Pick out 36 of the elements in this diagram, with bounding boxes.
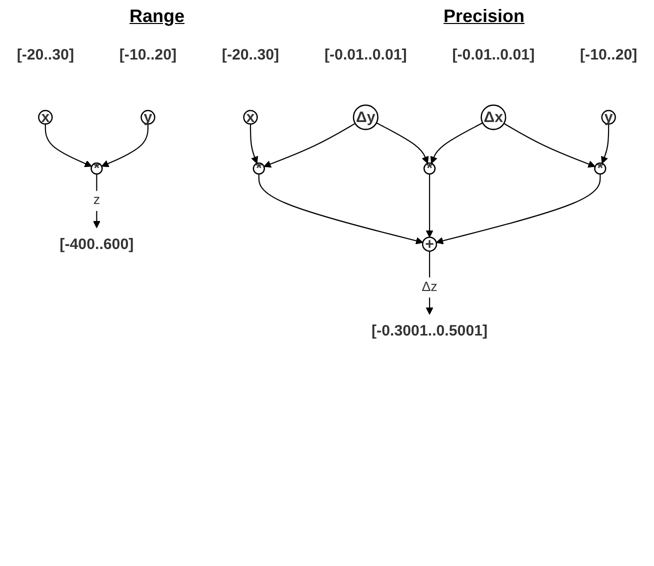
node-label: [-10..20] [580, 46, 638, 64]
arrow [426, 251, 434, 315]
arrow [101, 124, 148, 168]
panel-title: Precision [443, 6, 525, 28]
node-label: [-0.01..0.01] [324, 46, 407, 64]
node-circle: y [140, 110, 156, 125]
node-circle: * [90, 162, 103, 175]
node-label: [-20..30] [16, 46, 74, 64]
arrow [92, 174, 100, 228]
node-label: [-10..20] [119, 46, 177, 64]
arrow [601, 124, 610, 164]
arrow [44, 124, 92, 168]
node-circle: Δx [480, 104, 506, 130]
node-circle: * [423, 162, 436, 175]
edge-label: Δz [422, 280, 438, 294]
node-text: [-400..600] [60, 235, 134, 252]
node-circle: x [243, 110, 258, 125]
node-circle: Δy [352, 104, 378, 130]
arrow [376, 122, 429, 164]
node-label: [-0.01..0.01] [452, 46, 535, 64]
arrow [436, 174, 601, 244]
node-circle: * [594, 162, 606, 175]
node-label: [-20..30] [222, 46, 280, 64]
arrow [264, 122, 356, 168]
arrow [504, 122, 596, 168]
arrow [258, 174, 424, 244]
node-text: [-0.3001..0.5001] [372, 322, 488, 339]
panel-title: Range [129, 6, 184, 28]
node-circle: y [601, 110, 616, 125]
arrow [250, 124, 258, 164]
node-circle: x [38, 110, 53, 125]
node-circle: * [252, 162, 265, 175]
arrow [426, 174, 434, 238]
node-circle: + [422, 236, 438, 252]
edge-label: z [93, 193, 100, 208]
arrow [430, 122, 483, 164]
